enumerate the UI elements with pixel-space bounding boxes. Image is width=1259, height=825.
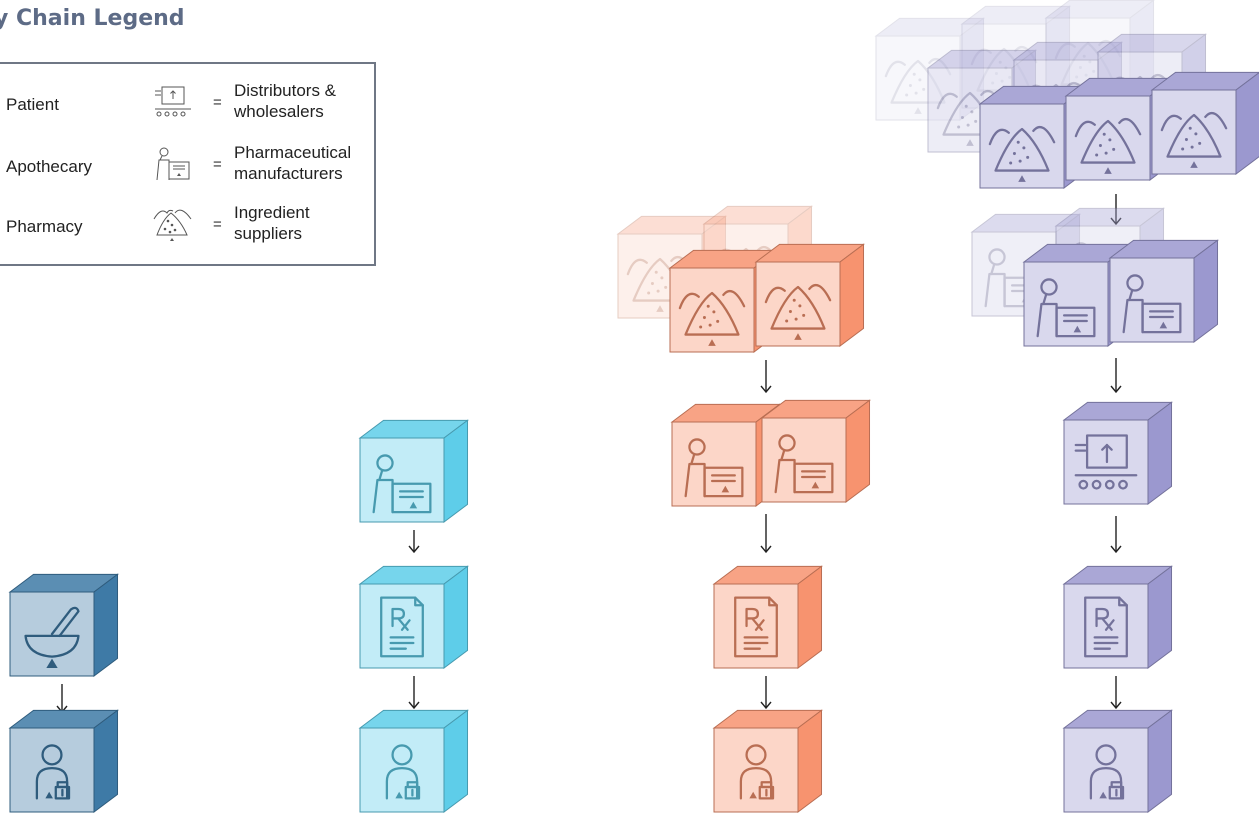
cube-manufacturer-orange-2 <box>760 399 872 503</box>
cube-manufacturer-purple-2 <box>1108 239 1220 343</box>
cube-ingredient-purple-back-3 <box>1044 0 1155 103</box>
legend-right-label-3: Ingredient suppliers <box>234 203 310 243</box>
arrow-ingredient-to-manufacturer-orange <box>760 360 772 394</box>
cube-ingredient-purple-1 <box>978 85 1090 189</box>
legend-right-label-1: Distributors & wholesalers <box>234 81 337 121</box>
cube-manufacturer-purple-1 <box>1022 243 1134 347</box>
arrow-manufacturer-to-distributor-purple <box>1110 358 1122 394</box>
cube-manufacturer-purple-back-1 <box>970 213 1082 317</box>
cube-ingredient-purple-3 <box>1150 71 1259 175</box>
arrow-manufacturer-to-pharmacy-light-blue <box>408 530 420 554</box>
cube-ingredient-purple-mid-2 <box>1012 41 1124 145</box>
legend-box: Patient = Distributors & wholesalers Apo… <box>0 62 376 266</box>
cube-ingredient-orange-1 <box>668 249 780 353</box>
cube-apothecary-dark-blue <box>8 573 120 678</box>
legend-left-label-1: Patient <box>6 95 59 114</box>
cube-ingredient-purple-mid-3 <box>1096 33 1208 137</box>
arrow-distributor-to-pharmacy-purple <box>1110 516 1122 554</box>
legend-left-label-2: Apothecary <box>6 157 92 176</box>
cube-manufacturer-light-blue <box>358 419 470 524</box>
legend-equals-1: = <box>213 94 222 111</box>
cube-ingredient-purple-back-1 <box>874 17 986 121</box>
cube-pharmacy-purple <box>1062 565 1174 669</box>
legend-left-label-3: Pharmacy <box>6 217 83 236</box>
cube-distributor-purple <box>1062 401 1174 505</box>
cube-patient-orange <box>712 709 824 813</box>
cube-ingredient-orange-2 <box>754 243 866 347</box>
cube-ingredient-orange-back-2 <box>702 205 814 309</box>
legend-equals-3: = <box>213 216 222 233</box>
cube-manufacturer-orange-1 <box>670 403 782 507</box>
cube-patient-dark-blue <box>8 709 120 814</box>
arrow-ingredient-to-manufacturer-purple <box>1110 194 1122 226</box>
cube-patient-light-blue <box>358 709 470 814</box>
arrow-apothecary-to-patient <box>56 684 68 714</box>
ingredient-icon <box>153 209 192 241</box>
legend-equals-2: = <box>213 156 222 173</box>
arrow-pharmacy-to-patient-orange <box>760 676 772 710</box>
cube-ingredient-purple-2 <box>1064 77 1176 181</box>
cube-patient-purple <box>1062 709 1174 813</box>
distributor-icon <box>155 86 191 117</box>
legend-title: y Chain Legend <box>0 6 185 31</box>
arrow-pharmacy-to-patient-light-blue <box>408 676 420 710</box>
legend-right-label-2: Pharmaceutical manufacturers <box>234 143 352 183</box>
manufacturer-icon <box>156 147 190 181</box>
cube-pharmacy-orange <box>712 565 824 669</box>
cube-ingredient-orange-back-1 <box>616 215 728 319</box>
cube-pharmacy-light-blue <box>358 565 470 670</box>
cube-ingredient-purple-back-2 <box>960 5 1072 109</box>
arrow-pharmacy-to-patient-purple <box>1110 676 1122 710</box>
cube-manufacturer-purple-back-2 <box>1054 207 1166 311</box>
cube-ingredient-purple-mid-1 <box>926 49 1038 153</box>
arrow-manufacturer-to-pharmacy-orange <box>760 514 772 554</box>
